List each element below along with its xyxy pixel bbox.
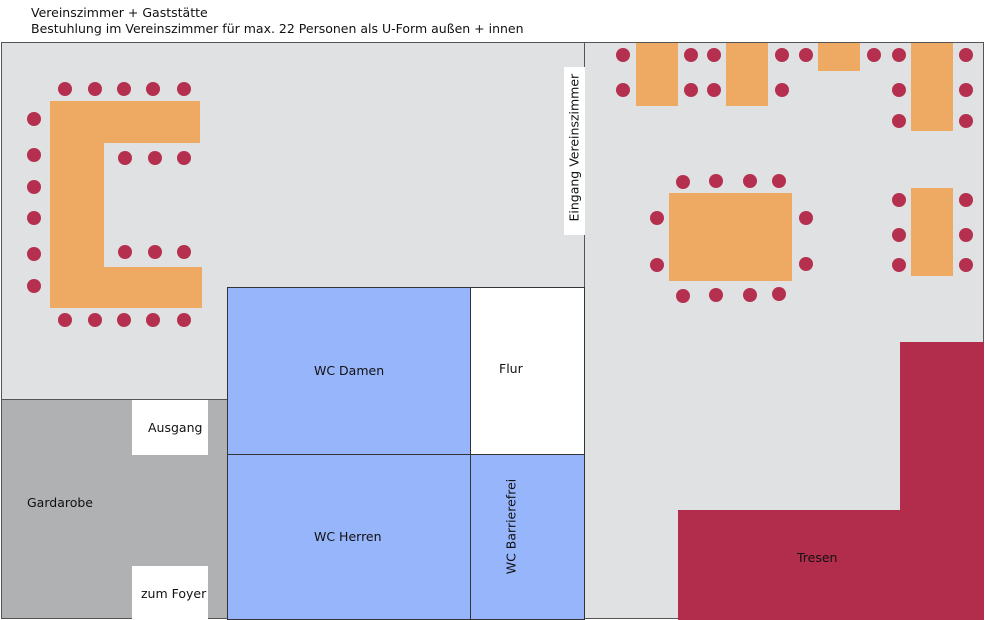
chair (743, 174, 757, 188)
chair (27, 211, 41, 225)
chair (684, 48, 698, 62)
flur-room (470, 287, 585, 456)
chair (775, 48, 789, 62)
wc-barrierefrei-label: WC Barrierefrei (503, 478, 519, 575)
chair (676, 289, 690, 303)
table (818, 43, 860, 71)
chair (959, 228, 973, 242)
chair (959, 48, 973, 62)
chair (177, 151, 191, 165)
chair (959, 258, 973, 272)
chair (177, 313, 191, 327)
plan-header: Vereinszimmer + Gaststätte Bestuhlung im… (31, 5, 524, 37)
chair (88, 313, 102, 327)
chair (959, 114, 973, 128)
chair (27, 247, 41, 261)
chair (146, 313, 160, 327)
chair (707, 83, 721, 97)
zum-foyer-label: zum Foyer (141, 586, 207, 601)
chair (892, 228, 906, 242)
u-table-bottom (50, 267, 202, 308)
table (669, 193, 792, 281)
chair (27, 279, 41, 293)
wc-herren-label: WC Herren (314, 529, 382, 544)
chair (676, 175, 690, 189)
chair (27, 180, 41, 194)
eingang-door (564, 67, 585, 235)
table (911, 43, 953, 131)
chair (799, 48, 813, 62)
chair (684, 83, 698, 97)
chair (616, 48, 630, 62)
eingang-label: Eingang Vereinszimmer (566, 73, 582, 222)
chair (892, 114, 906, 128)
chair (58, 313, 72, 327)
chair (117, 313, 131, 327)
flur-label: Flur (499, 361, 523, 376)
chair (709, 174, 723, 188)
chair (118, 245, 132, 259)
chair (775, 83, 789, 97)
wc-barrierefrei-room (470, 454, 585, 620)
chair (892, 83, 906, 97)
chair (650, 211, 664, 225)
chair (148, 245, 162, 259)
chair (959, 193, 973, 207)
chair (772, 287, 786, 301)
chair (709, 288, 723, 302)
gardarobe-label: Gardarobe (27, 495, 93, 510)
chair (772, 174, 786, 188)
chair (88, 82, 102, 96)
wc-herren-room (227, 454, 472, 620)
chair (616, 83, 630, 97)
chair (58, 82, 72, 96)
ausgang-label: Ausgang (148, 420, 203, 435)
chair (650, 258, 664, 272)
tresen-bar (678, 342, 984, 620)
foyer-door (132, 566, 208, 620)
chair (117, 82, 131, 96)
chair (27, 112, 41, 126)
chair (146, 82, 160, 96)
chair (707, 48, 721, 62)
chair (743, 288, 757, 302)
chair (892, 48, 906, 62)
table (726, 43, 768, 106)
chair (148, 151, 162, 165)
chair (177, 245, 191, 259)
chair (892, 193, 906, 207)
tresen-shape (678, 342, 984, 620)
ausgang-door (132, 400, 208, 455)
plan-title: Vereinszimmer + Gaststätte (31, 5, 208, 20)
chair (892, 258, 906, 272)
chair (177, 82, 191, 96)
chair (799, 211, 813, 225)
table (911, 188, 953, 276)
chair (959, 83, 973, 97)
chair (867, 48, 881, 62)
wc-damen-label: WC Damen (314, 363, 385, 378)
plan-subtitle: Bestuhlung im Vereinszimmer für max. 22 … (31, 21, 524, 36)
chair (799, 257, 813, 271)
chair (118, 151, 132, 165)
chair (27, 148, 41, 162)
tresen-label: Tresen (797, 550, 838, 565)
table (636, 43, 678, 106)
